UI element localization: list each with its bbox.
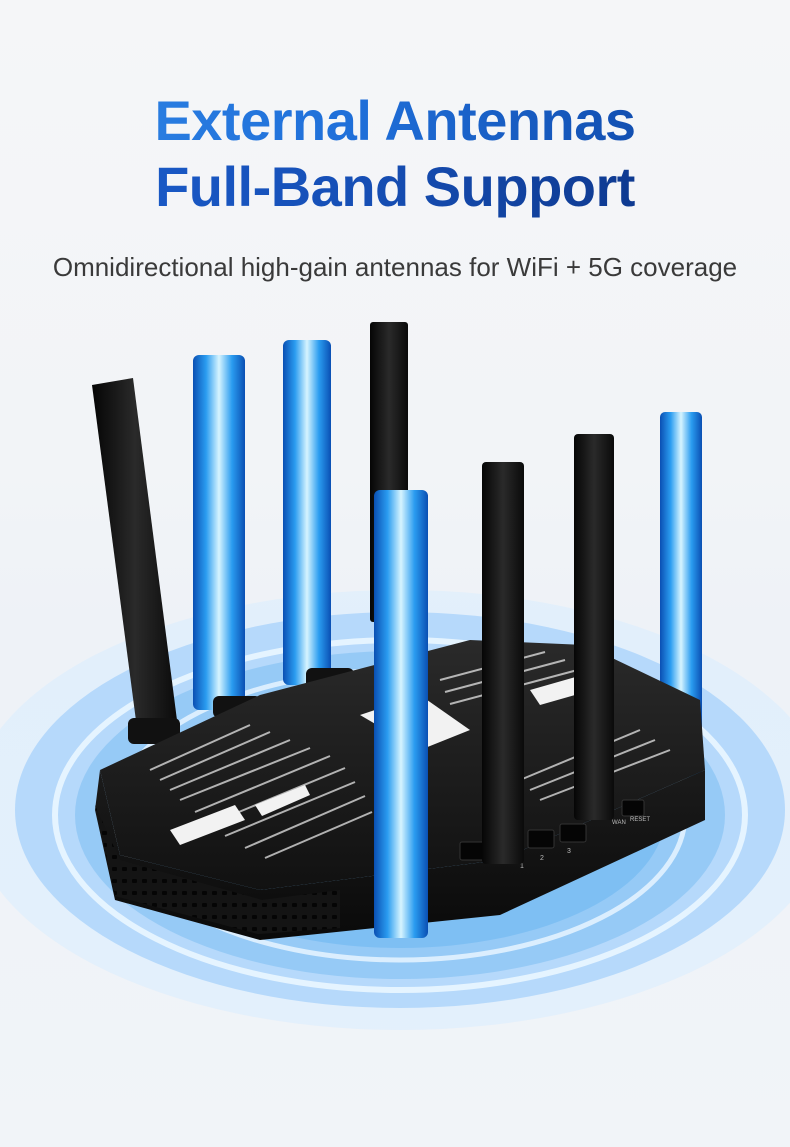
router-vents (95, 805, 340, 934)
router-logo-inlay-mid (255, 785, 310, 816)
router-ports: 1 2 3 WAN RESET (459, 799, 650, 870)
antenna-black-3 (482, 462, 524, 864)
antenna-hinge-1 (128, 718, 180, 744)
port-label-2: 2 (540, 855, 544, 862)
headline-line-2: Full-Band Support (0, 154, 790, 220)
antenna-blue-2 (283, 340, 331, 685)
antenna-black-1 (92, 378, 178, 736)
antennas-front (374, 434, 614, 938)
lan-port-3 (559, 823, 587, 843)
wan-label: WAN (612, 820, 626, 826)
wan-port (621, 799, 645, 817)
port-label-3: 3 (567, 848, 571, 855)
subtitle: Omnidirectional high-gain antennas for W… (52, 252, 738, 282)
reset-label: RESET (630, 817, 650, 823)
port-label-1: 1 (520, 863, 524, 870)
router-logo-inlay-left (170, 805, 245, 845)
lan-port-2 (527, 829, 555, 849)
antenna-blue-4 (374, 490, 428, 938)
antenna-blue-1 (193, 355, 245, 710)
router-scene: 1 2 3 WAN RESET (0, 322, 790, 1030)
headline-line-1: External Antennas (0, 88, 790, 154)
antenna-black-4 (574, 434, 614, 820)
headline: External Antennas Full-Band Support (0, 88, 790, 220)
